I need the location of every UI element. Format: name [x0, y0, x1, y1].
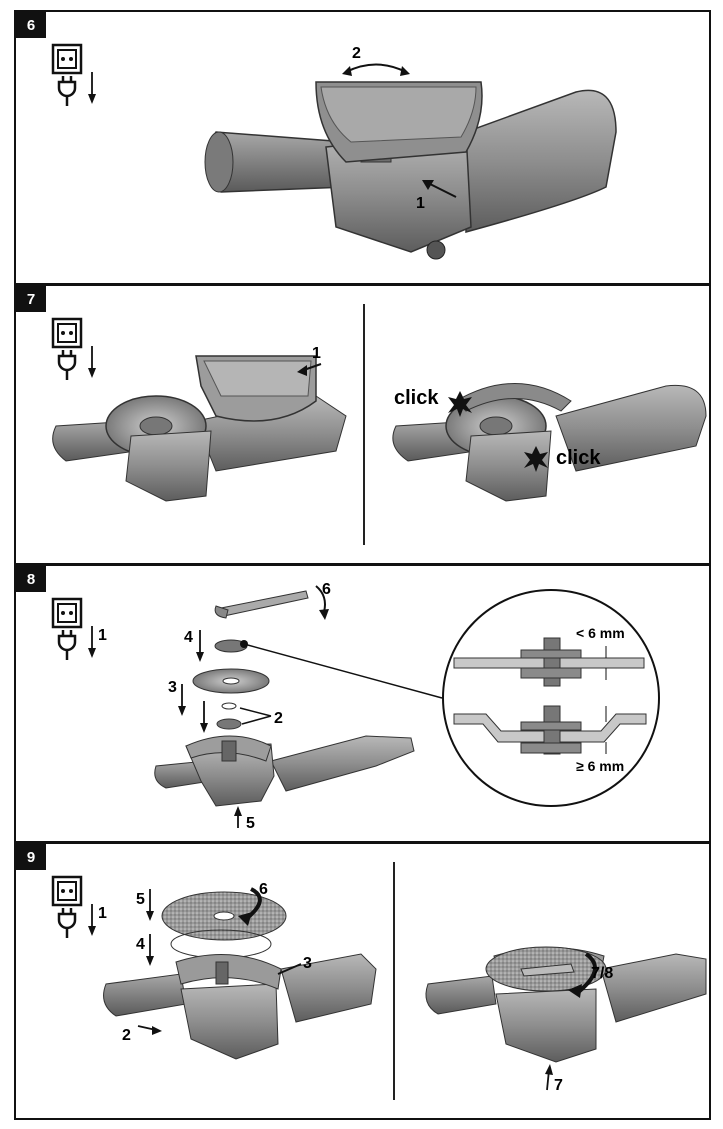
panel-divider: [393, 862, 395, 1100]
callout-1: 1: [98, 905, 107, 922]
power-socket-icon: [51, 597, 83, 662]
unplug-arrow-icon: [87, 71, 97, 105]
unplug-arrow-icon: [87, 625, 97, 659]
step-number-badge: 7: [16, 286, 46, 312]
flange-detail-magnifier: [442, 589, 660, 807]
step-number-badge: 8: [16, 566, 46, 592]
panel-divider: [363, 304, 365, 545]
power-socket-icon: [51, 43, 83, 108]
angle-grinder: [204, 81, 617, 260]
callout-2: 2: [122, 1027, 131, 1044]
click-burst-icon: [448, 391, 472, 417]
step-7-panel: 7 1 click: [14, 284, 711, 565]
spanner-wrench: [214, 590, 309, 619]
angle-grinder-right: [392, 383, 707, 502]
gap-label-small: < 6 mm: [576, 625, 625, 641]
callout-5: 5: [246, 815, 255, 832]
callout-6: 6: [322, 581, 331, 598]
callout-1: 1: [416, 195, 425, 212]
angle-grinder: [154, 735, 415, 807]
rotate-arrow: [345, 63, 407, 73]
power-socket-icon: [51, 317, 83, 382]
power-socket-icon: [51, 875, 83, 940]
step-9-illustration: 1 6 5 4 3 2: [51, 875, 707, 1094]
callout-4: 4: [136, 936, 145, 953]
callout-2: 2: [352, 45, 361, 62]
gap-label-large: ≥ 6 mm: [576, 758, 624, 774]
callout-1: 1: [98, 627, 107, 644]
unplug-arrow-icon: [87, 345, 97, 379]
callout-4: 4: [184, 629, 193, 646]
unplug-arrow-icon: [87, 903, 97, 937]
callout-7-8: 7/8: [591, 965, 613, 982]
callout-5: 5: [136, 891, 145, 908]
step-number-badge: 9: [16, 844, 46, 870]
step-8-panel: 8 1 6 4 3 2: [14, 564, 711, 843]
click-label-1: click: [394, 387, 439, 409]
callout-3: 3: [303, 955, 312, 972]
callout-3: 3: [168, 679, 177, 696]
angle-grinder-right: [425, 946, 707, 1063]
callout-7: 7: [554, 1077, 563, 1094]
callout-2: 2: [274, 710, 283, 727]
click-burst-icon: [524, 446, 548, 472]
step-number-badge: 6: [16, 12, 46, 38]
step-6-panel: 6 2 1: [14, 10, 711, 285]
step-9-panel: 9 1 6 5 4 3 2: [14, 842, 711, 1120]
click-label-2: click: [556, 447, 601, 469]
step-7-illustration: 1 click click: [51, 317, 707, 502]
step-8-illustration: 1 6 4 3 2: [51, 581, 660, 832]
step-6-illustration: 2 1: [51, 43, 617, 260]
callout-1: 1: [312, 345, 321, 362]
callout-6: 6: [259, 881, 268, 898]
grinding-disc: [161, 891, 287, 959]
angle-grinder-left: [52, 355, 347, 502]
angle-grinder-left: [103, 953, 377, 1060]
